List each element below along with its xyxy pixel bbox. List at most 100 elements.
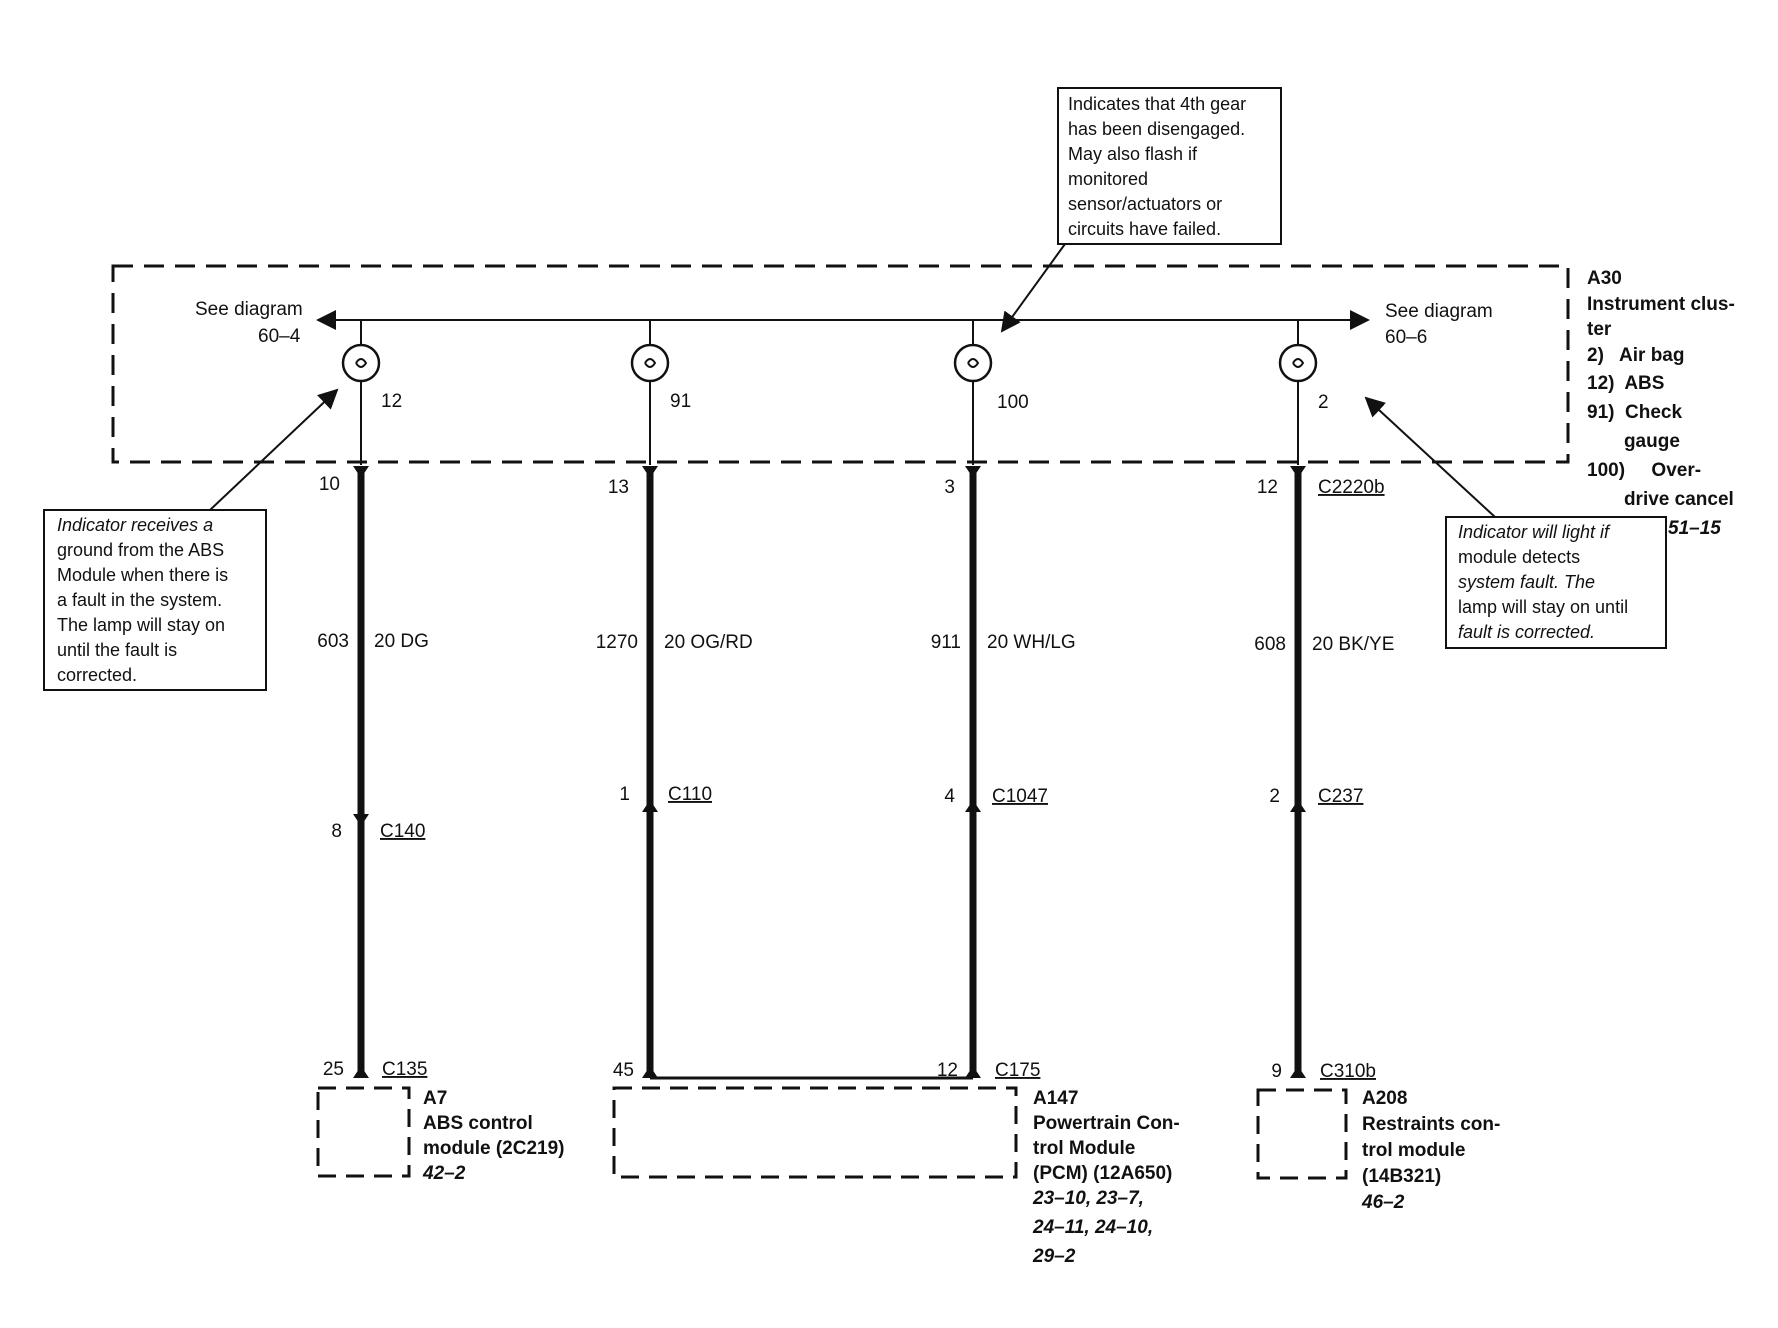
callout-left-line-3: Module when there is: [57, 565, 228, 585]
cluster-legend-5: 100) Over-: [1587, 460, 1701, 481]
abs-module-ref: 42–2: [422, 1163, 466, 1184]
connector-icon: [353, 1066, 369, 1078]
cluster-legend-2: 12) ABS: [1587, 373, 1664, 394]
connector-icon: [353, 466, 369, 478]
cluster-legend-1: 2) Air bag: [1587, 345, 1684, 366]
cluster-page-ref: 51–15: [1668, 518, 1721, 539]
lamp-number: 100: [997, 392, 1029, 413]
top-pin: 10: [319, 474, 340, 495]
circuit-number: 608: [1254, 634, 1286, 655]
cluster-legend-6: drive cancel: [1587, 489, 1734, 510]
circuit-number: 1270: [596, 632, 638, 653]
bottom-connector: C135: [382, 1059, 427, 1080]
lamp-column-3: 100: [953, 320, 1029, 465]
top-pin: 3: [944, 477, 955, 498]
callout-top-line-2: has been disengaged.: [1068, 119, 1245, 139]
callout-right-arrow: [1364, 396, 1496, 518]
abs-module-box: [316, 1086, 411, 1178]
pcm-module-box: [612, 1086, 1018, 1179]
pcm-module-name-3: (PCM) (12A650): [1033, 1163, 1172, 1184]
bottom-pin: 25: [323, 1059, 344, 1080]
mid-connector: C140: [380, 821, 425, 842]
connector-icon: [1290, 466, 1306, 478]
mid-pin: 1: [619, 784, 630, 805]
top-pin: 13: [608, 477, 629, 498]
connector-icon: [965, 800, 981, 812]
connector-icon: [1290, 800, 1306, 812]
abs-module-name-1: ABS control: [423, 1113, 533, 1134]
connector-icon: [642, 1066, 658, 1078]
mid-connector: C1047: [992, 786, 1048, 807]
top-pin: 12: [1257, 477, 1278, 498]
pcm-module-name-2: trol Module: [1033, 1138, 1135, 1159]
mid-pin: 2: [1269, 786, 1280, 807]
pcm-module-ref-3: 29–2: [1032, 1246, 1076, 1267]
callout-right-line-3: system fault. The: [1458, 572, 1595, 592]
callout-top-box: [1057, 87, 1282, 245]
see-diagram-left-2: 60–4: [258, 326, 301, 347]
callout-right-line-2: module detects: [1458, 547, 1580, 567]
callout-right-line-1: Indicator will light if: [1458, 522, 1611, 542]
callout-top-arrow: [1000, 243, 1066, 333]
top-connector: C2220b: [1318, 477, 1385, 498]
pcm-module-name-1: Powertrain Con-: [1033, 1113, 1180, 1134]
lamp-icon: [1278, 343, 1318, 383]
callout-left-line-4: a fault in the system.: [57, 590, 222, 610]
connector-icon: [965, 466, 981, 478]
restraints-module-box: [1256, 1088, 1348, 1180]
connector-icon: [642, 800, 658, 812]
pcm-module-ref-1: 23–10, 23–7,: [1032, 1188, 1144, 1209]
callout-top-line-4: monitored: [1068, 169, 1148, 189]
wire-color: 20 WH/LG: [987, 632, 1076, 653]
wire-color: 20 BK/YE: [1312, 634, 1394, 655]
restraints-module-id: A208: [1362, 1088, 1407, 1109]
mid-pin: 8: [331, 821, 342, 842]
instrument-cluster-box: [111, 264, 1570, 464]
mid-connector: C110: [668, 784, 712, 805]
see-diagram-right-2: 60–6: [1385, 327, 1427, 348]
bottom-pin: 12: [937, 1060, 958, 1081]
lamp-column-4: 2: [1278, 320, 1329, 465]
callout-left-line-5: The lamp will stay on: [57, 615, 225, 635]
cluster-legend-3: 91) Check: [1587, 402, 1682, 423]
callout-top-line-3: May also flash if: [1068, 144, 1198, 164]
see-diagram-left-1: See diagram: [195, 299, 303, 320]
callout-left-line-2: ground from the ABS: [57, 540, 224, 560]
restraints-module-name-3: (14B321): [1362, 1166, 1441, 1187]
restraints-module-ref: 46–2: [1361, 1192, 1405, 1213]
restraints-module-name-2: trol module: [1362, 1140, 1465, 1161]
circuit-number: 911: [931, 632, 961, 653]
connector-icon: [1290, 1066, 1306, 1078]
lamp-icon: [630, 343, 670, 383]
callout-top-line-5: sensor/actuators or: [1068, 194, 1222, 214]
lamp-number: 2: [1318, 392, 1329, 413]
connector-icon: [642, 466, 658, 478]
lamp-number: 12: [381, 391, 402, 412]
lamp-column-2: 91: [630, 320, 691, 465]
abs-module-name-2: module (2C219): [423, 1138, 564, 1159]
connector-icon: [965, 1066, 981, 1078]
cluster-name-2: ter: [1587, 319, 1612, 340]
lamp-column-1: 12: [341, 320, 402, 465]
bottom-connector: C175: [995, 1060, 1040, 1081]
circuit-number: 603: [317, 631, 349, 652]
callout-left-arrow: [209, 388, 339, 511]
callout-left-line-6: until the fault is: [57, 640, 177, 660]
bottom-pin: 45: [613, 1060, 634, 1081]
mid-connector: C237: [1318, 786, 1363, 807]
callout-right-box: [1445, 516, 1667, 649]
abs-module-id: A7: [423, 1088, 447, 1109]
restraints-module-name-1: Restraints con-: [1362, 1114, 1500, 1135]
callout-right-line-4: lamp will stay on until: [1458, 597, 1628, 617]
pcm-module-ref-2: 24–11, 24–10,: [1032, 1217, 1153, 1238]
pcm-module-id: A147: [1033, 1088, 1078, 1109]
cluster-name-1: Instrument clus-: [1587, 294, 1735, 315]
callout-left-box: [43, 509, 267, 691]
see-diagram-right-1: See diagram: [1385, 301, 1493, 322]
wire-color: 20 OG/RD: [664, 632, 753, 653]
callout-left-line-1: Indicator receives a: [57, 515, 213, 535]
lamp-icon: [341, 343, 381, 383]
callout-left-line-7: corrected.: [57, 665, 137, 685]
mid-pin: 4: [944, 786, 955, 807]
